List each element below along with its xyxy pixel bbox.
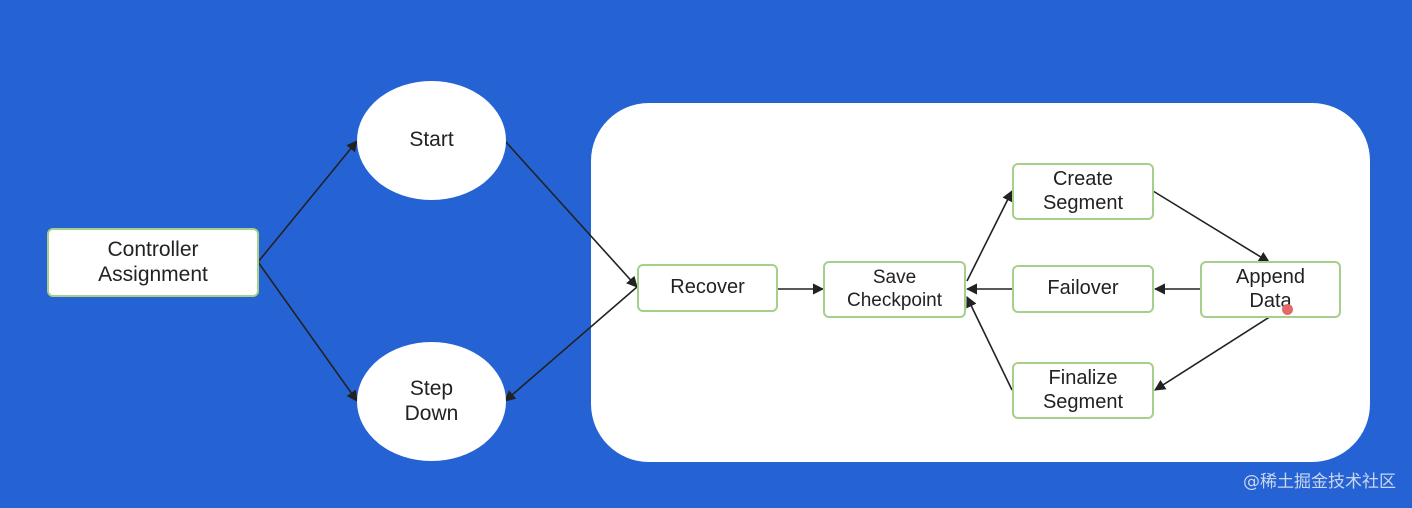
arrow-start-to-recover (504, 140, 638, 288)
step-down-node: Step Down (357, 342, 506, 461)
create-segment-node: Create Segment (1012, 163, 1154, 220)
save-checkpoint-node: Save Checkpoint (823, 261, 966, 318)
append-data-node: Append Data (1200, 261, 1341, 318)
arrow-save-checkpoint-to-create-segment (966, 189, 1013, 282)
controller-assignment-node: Controller Assignment (47, 228, 259, 297)
watermark: @稀土掘金技术社区 (1243, 472, 1396, 492)
arrow-finalize-segment-to-save-checkpoint (966, 295, 1013, 391)
arrow-append-data-to-finalize-segment (1154, 315, 1272, 391)
recover-node: Recover (637, 264, 778, 312)
start-node: Start (357, 81, 506, 200)
finalize-segment-node: Finalize Segment (1012, 362, 1154, 419)
failover-node: Failover (1012, 265, 1154, 313)
arrow-create-segment-to-append-data (1152, 190, 1270, 263)
arrow-controller-to-step-down (257, 261, 358, 402)
arrow-controller-to-start (257, 140, 358, 263)
cursor-dot (1282, 304, 1293, 315)
arrow-recover-to-step-down (504, 286, 638, 402)
